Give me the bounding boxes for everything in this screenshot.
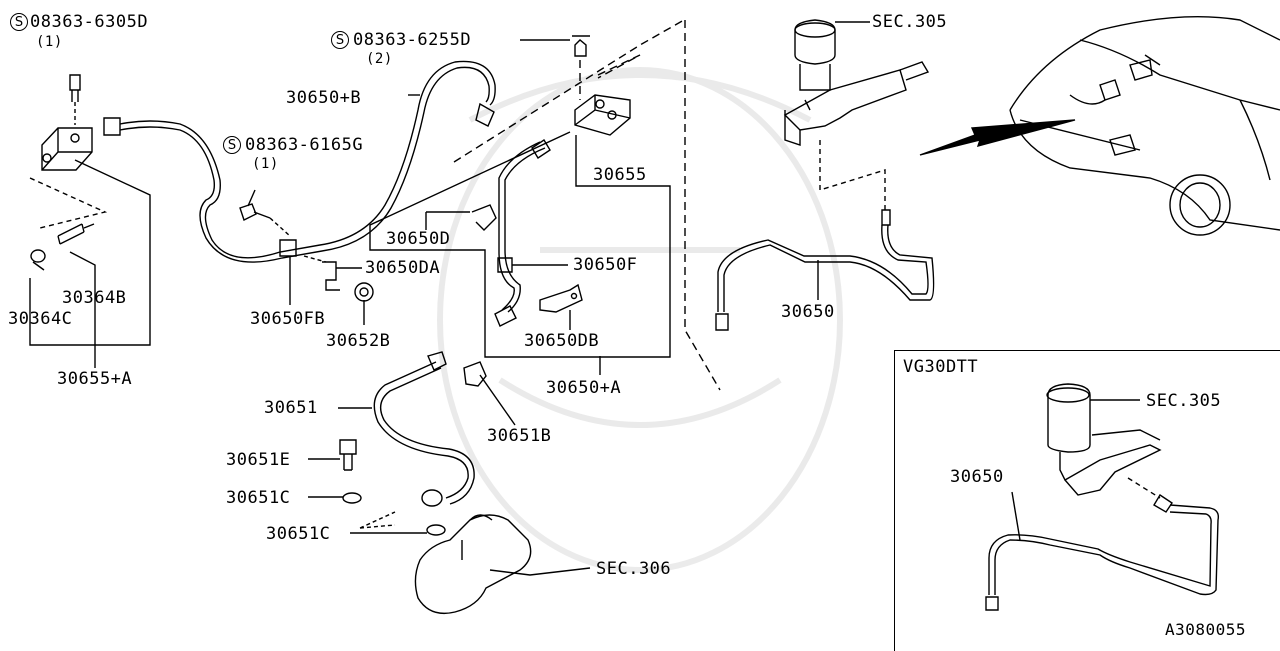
label-30651[interactable]: 30651 [264, 398, 318, 418]
label-sec306[interactable]: SEC.306 [596, 559, 672, 579]
s-symbol-bolt-c: S [223, 136, 241, 154]
label-08363-6305D[interactable]: 08363-6305D [30, 12, 149, 32]
pipe-30651 [338, 351, 475, 507]
pipe-30650B [103, 60, 496, 263]
bolt-08363-6165G [239, 189, 297, 257]
label-30364B[interactable]: 30364B [62, 288, 127, 308]
qty-08363-6165G: (1) [252, 156, 279, 172]
label-30650F[interactable]: 30650F [573, 255, 638, 275]
dashed-bracket [453, 19, 721, 391]
label-30655A[interactable]: 30655+A [57, 369, 133, 389]
label-30650[interactable]: 30650 [781, 302, 835, 322]
pipe-30650 [715, 209, 935, 331]
label-30655[interactable]: 30655 [593, 165, 647, 185]
label-30651B[interactable]: 30651B [487, 426, 552, 446]
junction-30655 [520, 35, 631, 136]
label-08363-6255D[interactable]: 08363-6255D [353, 30, 472, 50]
clip-30650D [425, 204, 497, 231]
bracket-30651B [463, 361, 516, 426]
label-30651E[interactable]: 30651E [226, 450, 291, 470]
label-30364C[interactable]: 30364C [8, 309, 73, 329]
master-cylinder-sec305 [783, 19, 930, 210]
leader-30650A [369, 131, 671, 358]
inset-frame [894, 350, 1280, 651]
inset-label-sec305[interactable]: SEC.305 [1146, 391, 1222, 411]
qty-08363-6305D: (1) [36, 34, 63, 50]
label-30650B[interactable]: 30650+B [286, 88, 362, 108]
label-30651C-1[interactable]: 30651C [226, 488, 291, 508]
qty-08363-6255D: (2) [366, 51, 393, 67]
label-30650FB[interactable]: 30650FB [250, 309, 326, 329]
inset-diagram [985, 383, 1220, 611]
figure-code: A3080055 [1165, 620, 1247, 639]
clip-30650DA [303, 255, 362, 291]
label-30650D[interactable]: 30650D [386, 229, 451, 249]
s-symbol-bolt-a: S [10, 13, 28, 31]
bolt-30651E [308, 439, 357, 471]
slave-cylinder-sec306 [414, 514, 591, 615]
label-30650DA[interactable]: 30650DA [365, 258, 441, 278]
label-sec305[interactable]: SEC.305 [872, 12, 948, 32]
inset-title: VG30DTT [903, 357, 979, 377]
watermark [437, 67, 843, 573]
bracket-30650DB [539, 283, 583, 330]
nut-30652B [354, 282, 374, 325]
s-symbol-bolt-b: S [331, 31, 349, 49]
pipe-30650F [494, 139, 568, 327]
pointer-arrow [919, 119, 1076, 156]
label-30651C-2[interactable]: 30651C [266, 524, 331, 544]
label-30650A[interactable]: 30650+A [546, 378, 622, 398]
washer-30651C [308, 492, 446, 536]
inset-label-30650[interactable]: 30650 [950, 467, 1004, 487]
label-30650DB[interactable]: 30650DB [524, 331, 600, 351]
bracket-30655A [29, 74, 151, 368]
label-08363-6165G[interactable]: 08363-6165G [245, 135, 364, 155]
label-30652B[interactable]: 30652B [326, 331, 391, 351]
